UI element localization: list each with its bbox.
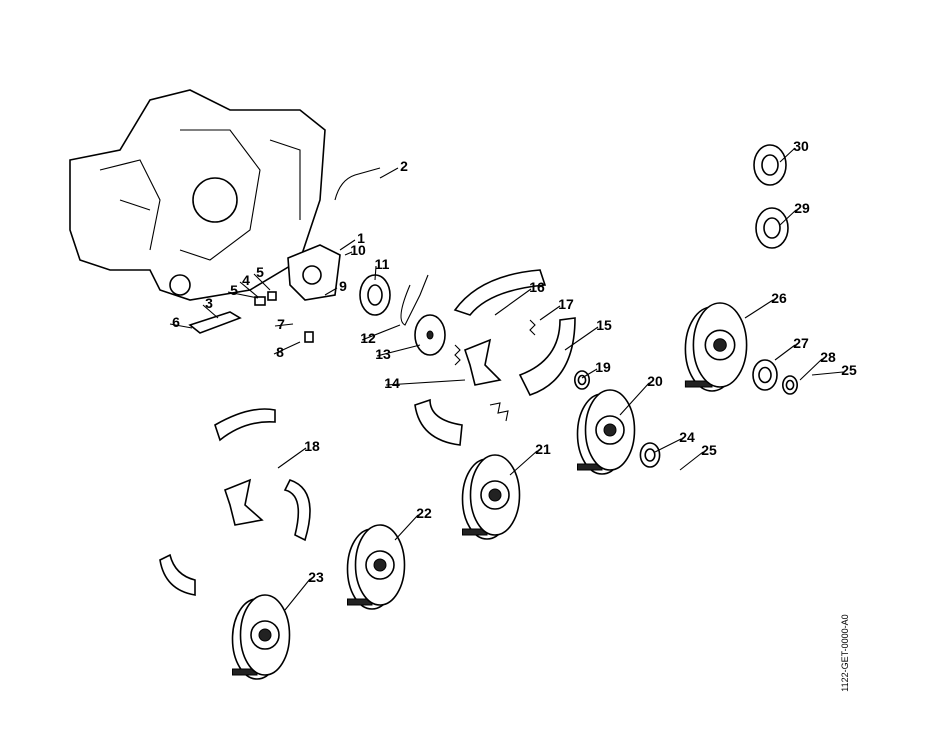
clutch-drum — [461, 454, 521, 540]
part-label: 4 — [242, 272, 250, 288]
leader-line — [799, 358, 823, 381]
leader-line — [169, 323, 193, 329]
part-label: 25 — [841, 362, 857, 378]
leader-line — [394, 514, 419, 541]
oil-pump-drawing — [188, 244, 446, 356]
clutch-drawing — [159, 269, 576, 596]
leader-line — [277, 447, 307, 469]
leader-line — [239, 281, 259, 298]
clutch-drum — [346, 524, 406, 610]
part-label: 8 — [276, 344, 284, 360]
leader-line — [273, 341, 301, 355]
part-label: 20 — [647, 373, 663, 389]
part-label: 5 — [256, 264, 264, 280]
leader-line — [284, 578, 311, 611]
part-label: 2 — [400, 158, 408, 174]
part-label: 9 — [339, 278, 347, 294]
part-label: 17 — [558, 296, 574, 312]
ring-part — [639, 442, 661, 468]
part-label: 13 — [375, 346, 391, 362]
part-label: 29 — [794, 200, 810, 216]
part-label: 30 — [793, 138, 809, 154]
leader-line — [779, 209, 797, 226]
part-label: 1 — [357, 230, 365, 246]
part-label: 27 — [793, 335, 809, 351]
clutch-drum — [231, 594, 291, 680]
leader-line — [619, 382, 650, 416]
leader-line — [564, 326, 599, 351]
part-label: 3 — [205, 295, 213, 311]
ring-part — [753, 144, 787, 186]
leader-line — [324, 287, 338, 296]
part-label: 6 — [172, 314, 180, 330]
leader-line — [339, 239, 356, 251]
part-label: 22 — [416, 505, 432, 521]
ring-part — [573, 370, 590, 390]
leader-line — [379, 167, 399, 179]
leader-line — [253, 273, 271, 291]
leader-line — [376, 344, 421, 357]
leader-line — [779, 147, 796, 163]
part-label: 25 — [701, 442, 717, 458]
reference-code: 1122-GET-0000-A0 — [840, 614, 850, 692]
part-label: 26 — [771, 290, 787, 306]
leader-line — [654, 438, 682, 453]
part-label: 7 — [277, 316, 285, 332]
ring-part — [752, 359, 778, 391]
leader-line — [581, 368, 598, 379]
part-label: 14 — [384, 375, 400, 391]
part-label: 5 — [230, 282, 238, 298]
leader-line — [509, 450, 538, 476]
clutch-drum — [576, 389, 636, 475]
leader-line — [539, 305, 561, 321]
part-label: 19 — [595, 359, 611, 375]
leader-line — [202, 304, 219, 319]
part-label: 12 — [360, 330, 376, 346]
ring-part — [781, 375, 798, 395]
leader-line — [494, 288, 532, 316]
part-label: 24 — [679, 429, 695, 445]
leader-line — [385, 379, 466, 386]
leader-line — [811, 371, 844, 376]
leader-line — [374, 265, 377, 281]
ring-part — [755, 207, 789, 249]
leader-line — [679, 451, 704, 471]
leader-line — [744, 299, 774, 319]
part-label: 28 — [820, 349, 836, 365]
clutch-drum — [684, 302, 748, 392]
leader-line — [274, 323, 294, 327]
part-label: 21 — [535, 441, 551, 457]
leader-line — [774, 344, 796, 361]
part-label: 10 — [350, 242, 366, 258]
part-label: 18 — [304, 438, 320, 454]
part-label: 23 — [308, 569, 324, 585]
leader-line — [361, 324, 401, 341]
part-label: 11 — [375, 256, 390, 272]
part-label: 16 — [529, 279, 545, 295]
leader-line — [344, 251, 353, 256]
part-label: 15 — [596, 317, 612, 333]
leader-line — [227, 291, 259, 299]
drum-drawings — [231, 144, 798, 680]
